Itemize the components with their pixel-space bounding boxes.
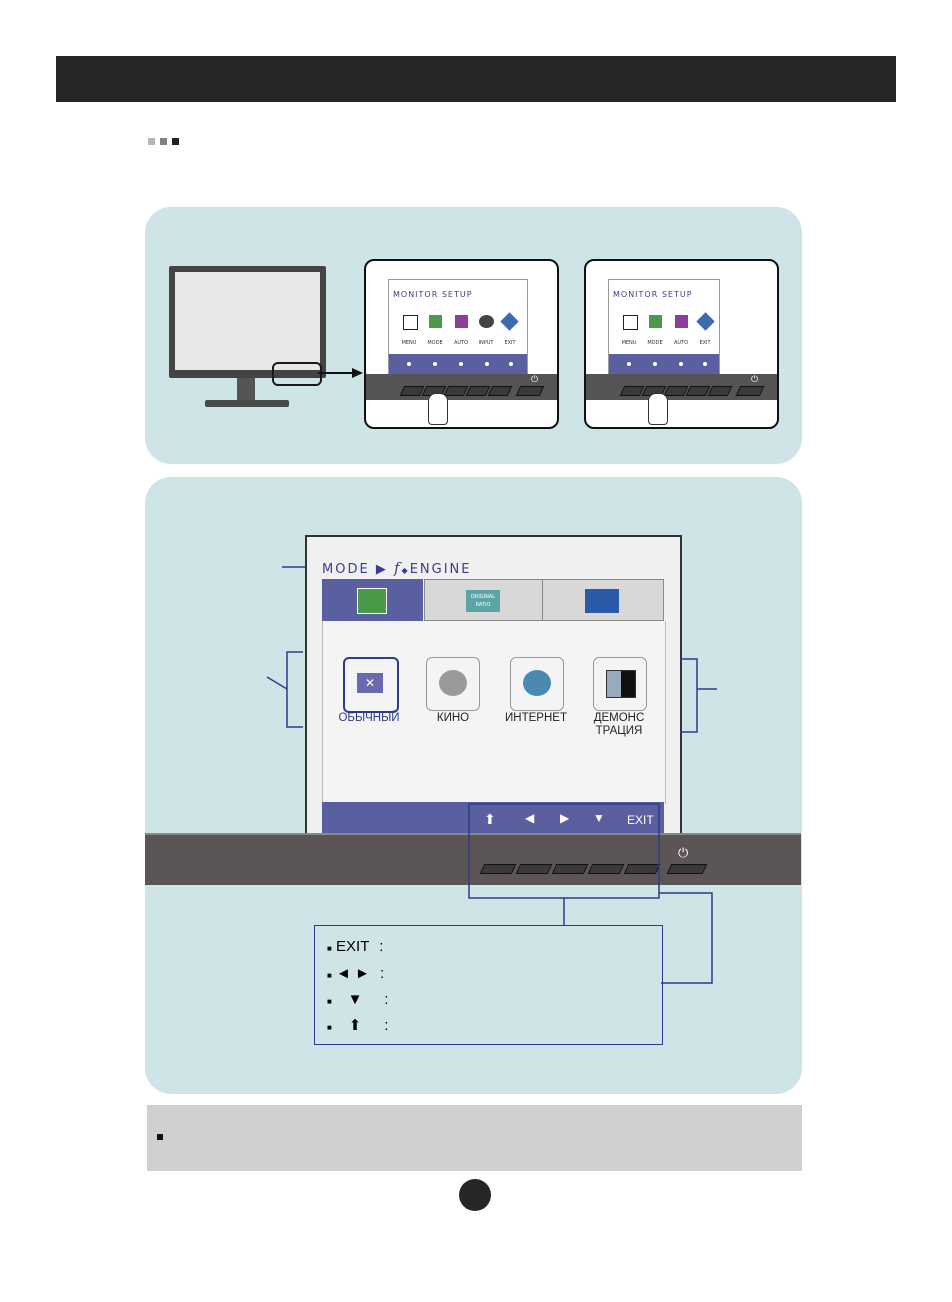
power-icon: ⏻ <box>751 374 759 384</box>
ratio-line1: ORIGINAL <box>470 594 496 600</box>
monitor-neck <box>237 378 255 400</box>
monitor-base <box>205 400 289 407</box>
note-bullet <box>157 1134 163 1140</box>
nav-exit-label[interactable]: EXIT <box>627 813 654 827</box>
mini-label-exit: EXIT <box>699 340 711 346</box>
demo-icon <box>606 670 636 698</box>
button-highlight-circle <box>272 362 322 386</box>
mini-osd-2-title: MONITOR SETUP <box>613 290 693 299</box>
normal-mode-icon: ✕ <box>357 673 383 693</box>
header-bar <box>56 56 896 102</box>
pointer-arrow <box>318 368 363 378</box>
exit-icon <box>500 312 519 331</box>
legend-row-exit: ■ EXIT : <box>327 938 384 955</box>
osd-title: MODE ▶ f◆ENGINE <box>322 559 472 577</box>
tab-fengine[interactable] <box>322 579 423 621</box>
osd-title-engine: ENGINE <box>409 562 472 577</box>
chevron-right-icon[interactable]: ▶ <box>560 811 570 825</box>
osd-title-f: f <box>393 559 402 577</box>
mini-osd-bar <box>389 354 527 375</box>
finger-icon <box>648 393 668 425</box>
fengine-icon <box>357 588 387 614</box>
mini-label-menu: MENU <box>621 340 637 346</box>
mini-label-menu: MENU <box>401 340 417 346</box>
mode-icon <box>649 315 662 328</box>
callout-lines <box>266 566 717 984</box>
mini-label-exit: EXIT <box>504 340 516 346</box>
legend-row-down: ■ ▼ : <box>327 991 389 1008</box>
mini-label-auto: AUTO <box>673 340 689 346</box>
exit-icon <box>696 312 715 331</box>
mini-label-input: INPUT <box>478 340 494 346</box>
finger-icon <box>428 393 448 425</box>
chevron-left-icon[interactable]: ◀ <box>525 811 535 825</box>
page-number-badge <box>459 1179 491 1211</box>
mode-demo-label-line2: ТРАЦИЯ <box>595 725 643 737</box>
mode-movie-label: КИНО <box>436 712 470 724</box>
chevron-down-icon[interactable]: ▼ <box>593 811 605 825</box>
mini-osd: MONITOR SETUP MENU MODE AUTO INPUT EXIT <box>388 279 528 376</box>
power-icon: ⏻ <box>531 374 539 384</box>
original-ratio-icon: ORIGINAL RATIO <box>466 590 500 612</box>
mode-movie-button[interactable] <box>426 657 480 711</box>
mini-label-mode: MODE <box>427 340 443 346</box>
legend-key-exit: EXIT <box>336 938 370 955</box>
tab-original-ratio[interactable]: ORIGINAL RATIO <box>424 579 543 621</box>
mode-internet-label: ИНТЕРНЕТ <box>505 712 567 724</box>
movie-icon <box>439 670 467 696</box>
monitor-screen <box>175 272 320 370</box>
zoom-box-osd-five: MONITOR SETUP MENU MODE AUTO INPUT EXIT … <box>364 259 559 429</box>
zoom-box-osd-four: MONITOR SETUP MENU MODE AUTO EXIT ⏻ <box>584 259 779 429</box>
mini-bezel: ⏻ <box>366 374 557 400</box>
ratio-line2: RATIO <box>475 602 491 608</box>
mode-normal-label: ОБЫЧНЫЙ <box>338 712 400 724</box>
legend-key-down: ▼ <box>347 991 363 1008</box>
mini-osd-2: MONITOR SETUP MENU MODE AUTO EXIT <box>608 279 720 376</box>
mini-label-mode: MODE <box>647 340 663 346</box>
legend-key-up: ⬆ <box>348 1017 362 1034</box>
bullet-square-light <box>148 138 155 145</box>
legend-row-leftright: ■ ◄ ► : <box>327 965 385 982</box>
monitor-bezel: ⏻ <box>145 833 801 885</box>
menu-icon <box>403 315 418 330</box>
osd-nav-bar: ⬆ ◀ ▶ ▼ EXIT <box>322 802 664 837</box>
internet-icon <box>523 670 551 696</box>
monitor-illustration <box>169 266 326 378</box>
mode-demo-button[interactable] <box>593 657 647 711</box>
mini-bezel-2: ⏻ <box>586 374 777 400</box>
input-icon <box>479 315 494 328</box>
osd-title-mode: MODE <box>322 562 370 577</box>
bullet-square-dark <box>172 138 179 145</box>
bullet-square-mid <box>160 138 167 145</box>
legend-box: ■ EXIT : ■ ◄ ► : ■ ▼ : ■ ⬆ : <box>314 925 663 1045</box>
auto-icon <box>455 315 468 328</box>
auto-icon <box>675 315 688 328</box>
mode-demo-label-line1: ДЕМОНС <box>593 712 645 724</box>
mini-label-auto: AUTO <box>453 340 469 346</box>
chevron-right-icon: ▶ <box>375 562 388 577</box>
menu-icon <box>623 315 638 330</box>
tab-photo-effect[interactable] <box>542 579 664 621</box>
legend-key-leftright: ◄ ► <box>336 965 370 982</box>
starburst-icon <box>585 589 619 613</box>
note-bar <box>147 1105 802 1171</box>
mode-icon <box>429 315 442 328</box>
mini-osd-title: MONITOR SETUP <box>393 290 473 299</box>
mini-osd-2-bar <box>609 354 719 375</box>
mode-internet-button[interactable] <box>510 657 564 711</box>
mode-demo-label: ДЕМОНС ТРАЦИЯ <box>574 712 664 738</box>
legend-row-up: ■ ⬆ : <box>327 1017 389 1034</box>
up-enter-icon[interactable]: ⬆ <box>484 811 496 827</box>
osd-window: MODE ▶ f◆ENGINE ORIGINAL RATIO ✕ ОБЫЧНЫЙ… <box>305 535 682 837</box>
mode-normal-button[interactable]: ✕ <box>343 657 399 713</box>
power-icon: ⏻ <box>678 845 689 860</box>
